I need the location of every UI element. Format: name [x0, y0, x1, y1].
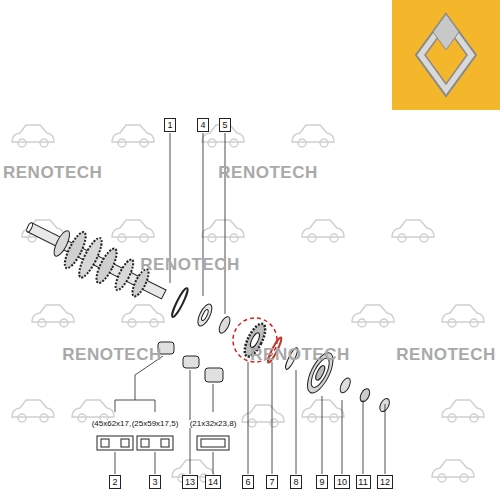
needle-bearings: [158, 342, 223, 382]
watermark: RENOTECH: [218, 164, 317, 181]
callout-number: 8: [293, 478, 298, 487]
gear-train: [18, 207, 398, 427]
watermark: RENOTECH: [62, 346, 161, 363]
callout-box: 4: [197, 118, 209, 132]
callout-number: 6: [245, 478, 250, 487]
callout-box: 14: [205, 475, 221, 489]
callout-number: 12: [380, 478, 390, 487]
callout-number: 13: [185, 478, 195, 487]
callout-number: 4: [200, 121, 205, 130]
watermark-car: [302, 400, 344, 422]
callout-box: 8: [290, 475, 302, 489]
watermark: RENOTECH: [140, 256, 239, 273]
dimension-label: (25x59x17,5): [131, 420, 180, 428]
callout-box: 13: [182, 475, 198, 489]
watermark-car: [112, 220, 154, 242]
callout-box: 9: [316, 475, 328, 489]
watermark-car: [302, 220, 344, 242]
dimension-label: (21x32x23,8): [189, 420, 238, 428]
callout-number: 3: [152, 478, 157, 487]
watermark-car: [12, 125, 54, 147]
watermark: RENOTECH: [3, 164, 102, 181]
watermark: RENOTECH: [250, 346, 349, 363]
callout-box: 12: [377, 475, 393, 489]
callout-number: 5: [222, 121, 227, 130]
watermark-car: [292, 125, 334, 147]
callout-box: 6: [242, 475, 254, 489]
callout-box: 11: [356, 475, 371, 489]
callout-box: 5: [219, 118, 231, 132]
watermark-car: [12, 400, 54, 422]
callout-number: 9: [319, 478, 324, 487]
watermark-car: [432, 460, 474, 482]
watermark-car: [72, 400, 114, 422]
callout-box: 7: [266, 475, 278, 489]
watermark: RENOTECH: [396, 346, 495, 363]
bearing-symbols: [97, 436, 229, 450]
watermark-car: [112, 125, 154, 147]
callout-box: 3: [149, 475, 161, 489]
watermark-car: [32, 305, 74, 327]
watermark-car: [442, 305, 484, 327]
watermark-car: [392, 220, 434, 242]
callout-box: 10: [334, 475, 350, 489]
callout-number: 11: [358, 478, 367, 487]
callout-number: 7: [269, 478, 274, 487]
callout-box: 2: [109, 475, 121, 489]
brand-logo: [392, 0, 500, 110]
watermark-car: [122, 305, 164, 327]
callout-number: 14: [208, 478, 218, 487]
callout-box: 1: [164, 118, 176, 132]
callout-number: 1: [167, 121, 172, 130]
watermark-car: [442, 400, 484, 422]
callout-number: 2: [112, 478, 117, 487]
callout-number: 10: [337, 478, 347, 487]
watermark-car: [352, 305, 394, 327]
watermark-car: [202, 220, 244, 242]
leader-lines: [115, 133, 385, 474]
